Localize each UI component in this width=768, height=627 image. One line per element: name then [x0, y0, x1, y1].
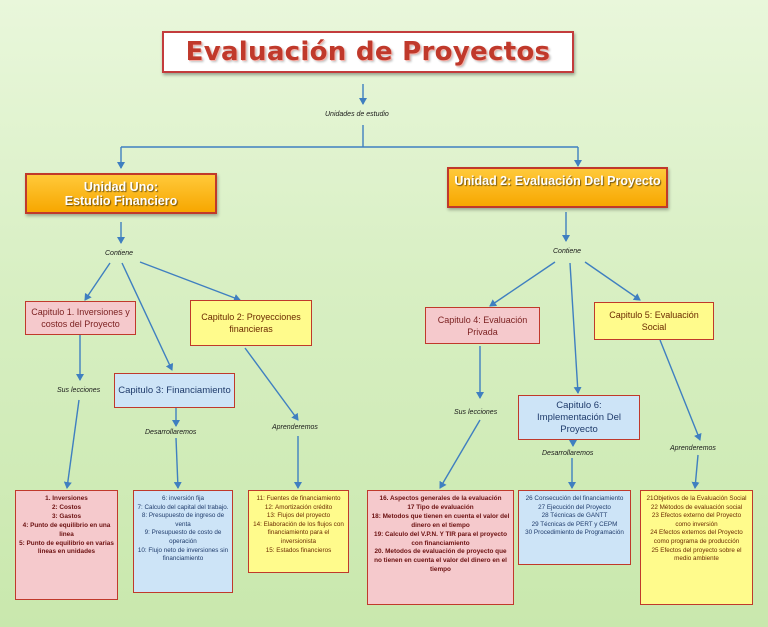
lesson-item: 4: Punto de equilibrio en una linea — [22, 521, 111, 538]
label-aprenderemos-2: Aprenderemos — [670, 445, 716, 452]
lessons-11-15-box: 11: Fuentes de financiamiento 12: Amorti… — [248, 490, 349, 573]
lessons-1-5-box: 1. Inversiones 2: Costos 3: Gastos 4: Pu… — [15, 490, 118, 600]
chapter-1-label: Capitulo 1. Inversiones y costos del Pro… — [31, 307, 130, 329]
chapter-3-box: Capitulo 3: Financiamiento — [114, 373, 235, 408]
lesson-item: 2: Costos — [51, 503, 82, 511]
label-aprenderemos-1: Aprenderemos — [272, 424, 318, 431]
lesson-item: 21Objetivos de la Evaluación Social — [646, 495, 747, 502]
arrow-c5-aprenderemos — [659, 339, 702, 441]
lesson-item: 1. Inversiones — [45, 495, 88, 502]
lesson-item: 27 Ejecución del Proyecto — [538, 503, 611, 511]
arrow-lecciones-l1 — [63, 399, 80, 489]
arrow-to-c6 — [569, 262, 582, 394]
chapter-4-label: Capitulo 4: Evaluación Privada — [437, 314, 528, 337]
page-title: Evaluación de Proyectos — [162, 31, 574, 73]
chapter-2-box: Capitulo 2: Proyecciones financieras — [190, 300, 312, 346]
unit-2-box: Unidad 2: Evaluación Del Proyecto — [447, 167, 668, 208]
chapter-4-box: Capitulo 4: Evaluación Privada — [425, 307, 540, 344]
lesson-item: 24 Efectos externos del Proyecto como pr… — [650, 529, 743, 545]
lesson-item: 10: Flujo neto de inversiones sin financ… — [137, 546, 229, 563]
unit-2-title: Unidad 2: Evaluación Del Proyecto — [454, 174, 661, 188]
lesson-item: 8: Presupuesto de ingreso de venta — [141, 512, 225, 528]
lesson-item: 7: Calculo del capital del trabajo. — [137, 503, 229, 511]
arrow-to-c2 — [139, 261, 241, 302]
label-desarrollaremos-2: Desarrollaremos — [542, 450, 594, 457]
lesson-item: 20. Metodos de evaluación de proyecto qu… — [374, 548, 507, 574]
arrow-to-c1 — [84, 262, 111, 301]
unit-1-box: Unidad Uno: Estudio Financiero — [25, 173, 217, 214]
label-desarrollaremos-1: Desarrollaremos — [145, 429, 197, 436]
lesson-item: 23 Efectos externo del Proyecto como inv… — [651, 512, 742, 528]
arrow-c2-aprenderemos — [244, 347, 299, 421]
arrow-lecciones-l4 — [439, 419, 481, 489]
unit-1-title: Unidad Uno: — [83, 179, 159, 194]
lesson-item: 19: Calculo del V.P.N. Y TIR para el pro… — [374, 530, 507, 547]
lesson-item: 12: Amortización crédito — [264, 503, 333, 511]
unit-1-subtitle: Estudio Financiero — [64, 193, 178, 208]
lessons-6-10-box: 6: inversión fija 7: Calculo del capital… — [133, 490, 233, 593]
lesson-item: 3: Gastos — [51, 512, 82, 520]
lessons-26-30-box: 26 Consecución del financiamiento 27 Eje… — [518, 490, 631, 565]
lesson-item: 18: Metodos que tienen en cuenta el valo… — [371, 512, 510, 529]
label-sus-lecciones-1: Sus lecciones — [57, 387, 101, 394]
arrow-to-c3 — [121, 262, 174, 371]
lesson-item: 26 Consecución del financiamiento — [525, 495, 624, 502]
chapter-5-box: Capitulo 5: Evaluación Social — [594, 302, 714, 340]
lesson-item: 17 Tipo de evaluación — [407, 503, 474, 511]
lesson-item: 11: Fuentes de financiamiento — [256, 495, 341, 502]
chapter-1-box: Capitulo 1. Inversiones y costos del Pro… — [25, 301, 136, 335]
label-unidades-de-estudio: Unidades de estudio — [325, 111, 389, 118]
lesson-item: 13: Flujos del proyecto — [266, 512, 331, 520]
chapter-6-box: Capitulo 6: Implementación Del Proyecto — [518, 395, 640, 440]
lessons-16-20-box: 16. Aspectos generales de la evaluación … — [367, 490, 514, 605]
lesson-item: 14: Elaboración de los flujos con financ… — [253, 520, 344, 545]
label-sus-lecciones-2: Sus lecciones — [454, 409, 498, 416]
chapter-2-label: Capitulo 2: Proyecciones financieras — [201, 312, 301, 334]
label-contiene-1: Contiene — [105, 250, 134, 257]
arrow-desarrollaremos-l3 — [173, 437, 182, 489]
lesson-item: 9: Presupuesto de costo de operación — [144, 529, 222, 545]
lesson-item: 5: Punto de equilibrio en varias lineas … — [19, 539, 114, 556]
lesson-item: 25 Efectos del proyecto sobre el medio a… — [651, 546, 742, 563]
lesson-item: 22 Métodos de evaluación social — [650, 503, 743, 511]
arrow-to-c5 — [584, 261, 641, 301]
lesson-item: 15: Estados financieros — [265, 546, 332, 554]
chapter-6-label: Capitulo 6: Implementación Del Proyecto — [537, 399, 621, 435]
lesson-item: 6: inversión fija — [162, 495, 204, 502]
label-contiene-2: Contiene — [553, 248, 582, 255]
arrow-aprenderemos-l5 — [691, 454, 700, 489]
lesson-item: 28 Técnicas de GANTT — [541, 512, 608, 520]
lessons-21-25-box: 21Objetivos de la Evaluación Social 22 M… — [640, 490, 753, 605]
arrow-to-c4 — [489, 261, 556, 307]
lesson-item: 29 Técnicas de PERT y CEPM — [531, 520, 618, 528]
lesson-item: 30 Procedimiento de Programación — [525, 529, 624, 537]
chapter-5-label: Capitulo 5: Evaluación Social — [609, 310, 699, 332]
chapter-3-label: Capitulo 3: Financiamiento — [118, 384, 231, 396]
lesson-item: 16. Aspectos generales de la evaluación — [379, 495, 502, 502]
